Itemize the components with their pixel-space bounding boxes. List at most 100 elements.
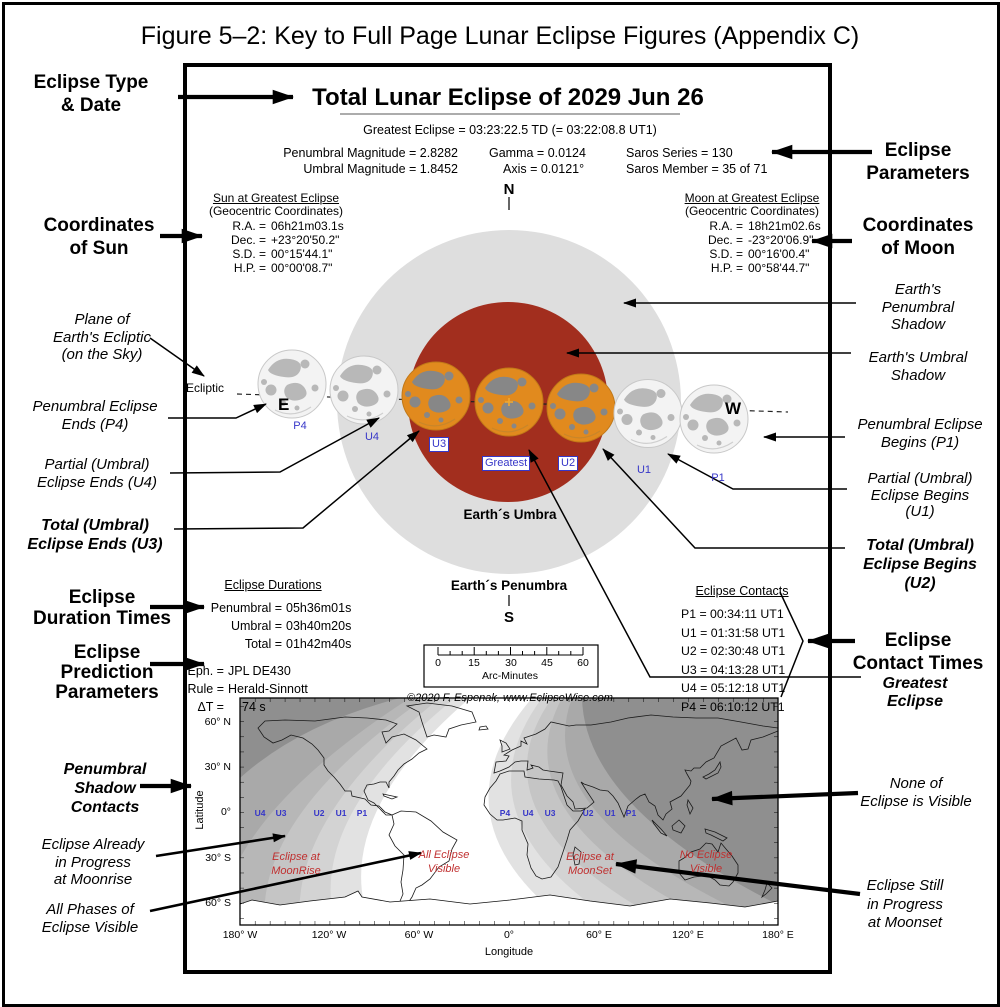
scale-60: 60 xyxy=(577,657,589,669)
sun-hp-key: H.P. = xyxy=(233,261,266,275)
moon-coords-header: Moon at Greatest Eclipse xyxy=(684,191,820,205)
moon-u1 xyxy=(614,379,682,448)
greatest-eclipse-line: Greatest Eclipse = 03:23:22.5 TD (= 03:2… xyxy=(363,123,657,137)
visibility-map xyxy=(239,697,779,926)
saros-series: Saros Series = 130 xyxy=(626,146,733,160)
map-right-u4: U4 xyxy=(522,808,534,818)
duration-total-key: Total = xyxy=(244,637,282,651)
duration-umbral-key: Umbral = xyxy=(230,619,282,633)
contact-u2: U2 = 02:30:48 UT1 xyxy=(681,644,786,658)
contact-p4: P4 = 06:10:12 UT1 xyxy=(681,699,785,714)
map-left-u3: U3 xyxy=(275,808,287,818)
sun-dec-value: +23°20'50.2" xyxy=(271,233,340,247)
label-u3: U3 xyxy=(429,437,450,452)
moon-ra-key: R.A. = xyxy=(709,219,743,233)
annotation-partial-begins-u1: Partial (Umbral)Eclipse Begins(U1) xyxy=(867,470,973,520)
map-right-u1: U1 xyxy=(604,808,616,818)
map-arrows xyxy=(149,833,422,913)
umbra-label: Earth´s Umbra xyxy=(463,507,557,522)
lon-60w: 60° W xyxy=(404,929,434,941)
latitude-axis-label: Latitude xyxy=(194,790,206,830)
penumbra-label: Earth´s Penumbra xyxy=(450,578,568,593)
rule-value: Herald-Sinnott xyxy=(228,682,308,696)
compass-s: S xyxy=(503,609,514,626)
moon-coords-sub: (Geocentric Coordinates) xyxy=(684,204,820,218)
thick-arrows xyxy=(140,89,872,897)
duration-penumbral-key: Penumbral = xyxy=(210,601,282,615)
scale-unit: Arc-Minutes xyxy=(481,670,538,682)
axis: Axis = 0.0121° xyxy=(503,162,585,176)
label-u1: U1 xyxy=(636,464,652,476)
annotation-total-ends-u3: Total (Umbral)Eclipse Ends (U3) xyxy=(27,517,163,553)
moon-hp-value: 00°58'44.7" xyxy=(748,261,810,275)
lat-60s: 60° S xyxy=(205,897,231,909)
contacts-bracket xyxy=(779,591,804,698)
lon-120w: 120° W xyxy=(311,929,347,941)
moon-sd-value: 00°16'00.4" xyxy=(748,247,810,261)
scale-15: 15 xyxy=(468,657,480,669)
lat-0: 0° xyxy=(220,806,231,818)
moon-u2 xyxy=(547,374,615,442)
sun-coords-header: Sun at Greatest Eclipse xyxy=(212,191,340,205)
label-p4: P4 xyxy=(293,420,307,432)
scale-0: 0 xyxy=(435,657,441,669)
moon-p1 xyxy=(680,385,748,453)
compass-n: N xyxy=(503,181,515,198)
label-p1: P1 xyxy=(711,472,725,484)
umbral-magnitude: Umbral Magnitude = 1.8452 xyxy=(303,162,458,176)
lat-60n: 60° N xyxy=(204,716,231,728)
map-left-u4: U4 xyxy=(254,808,266,818)
duration-penumbral-value: 05h36m01s xyxy=(286,601,352,615)
eclipse-title: Total Lunar Eclipse of 2029 Jun 26 xyxy=(312,84,704,111)
sun-dec-key: Dec. = xyxy=(230,233,266,247)
scale-45: 45 xyxy=(541,657,553,669)
label-greatest: Greatest xyxy=(482,456,531,471)
moon-dec-key: Dec. = xyxy=(707,233,743,247)
antarctica xyxy=(240,890,778,925)
rule-key: Rule = xyxy=(187,682,224,696)
figure-title: Figure 5–2: Key to Full Page Lunar Eclip… xyxy=(140,22,860,50)
annotation-total-begins-u2: Total (Umbral)Eclipse Begins(U2) xyxy=(863,537,977,592)
sun-sd-key: S.D. = xyxy=(232,247,266,261)
deltat-key: ΔT = xyxy=(197,700,224,714)
map-right-u3: U3 xyxy=(544,808,556,818)
map-right-u2: U2 xyxy=(582,808,594,818)
moon-hp-key: H.P. = xyxy=(710,261,743,275)
sun-ra-value: 06h21m03.1s xyxy=(271,219,344,233)
contact-u4: U4 = 05:12:18 UT1 xyxy=(681,681,786,695)
penumbral-magnitude: Penumbral Magnitude = 2.8282 xyxy=(283,146,458,160)
contact-p1: P1 = 00:34:11 UT1 xyxy=(681,607,784,621)
sun-sd-value: 00°15'44.1" xyxy=(271,247,333,261)
gamma: Gamma = 0.0124 xyxy=(489,146,586,160)
label-u2: U2 xyxy=(558,456,579,471)
greatest-cross xyxy=(505,398,513,406)
figure-box xyxy=(183,63,832,974)
map-right-p1: P1 xyxy=(625,808,637,818)
lon-0: 0° xyxy=(503,929,515,941)
moon-sd-key: S.D. = xyxy=(709,247,743,261)
duration-umbral-value: 03h40m20s xyxy=(286,619,352,633)
compass-w: W xyxy=(725,399,742,418)
eph-key: Eph. = xyxy=(187,664,225,678)
duration-total-value: 01h42m40s xyxy=(286,637,352,651)
lon-180e: 180° E xyxy=(762,929,794,941)
contacts-header: Eclipse Contacts xyxy=(695,584,789,598)
moon-u3 xyxy=(402,362,470,430)
label-u4: U4 xyxy=(364,431,380,443)
